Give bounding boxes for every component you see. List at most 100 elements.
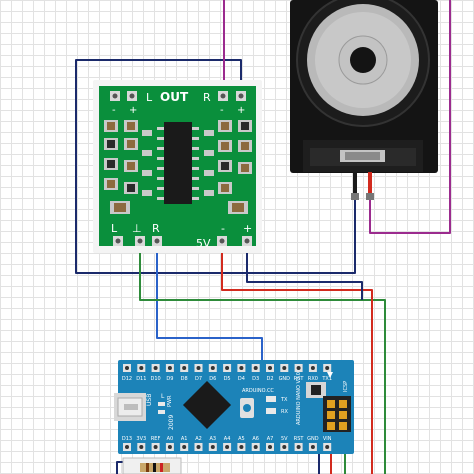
amplifier-board[interactable]: L OUT R - + - + [93, 80, 262, 253]
arduino-bottom-pin-hole [225, 445, 230, 449]
arduino-bottom-pin-hole [182, 445, 187, 449]
arduino-bottom-pin-label: 3V3 [136, 436, 146, 442]
tx-label: TX [280, 397, 288, 403]
arduino-bottom-pin-label: A3 [209, 436, 216, 442]
arduino-top-pin-hole [296, 366, 301, 370]
arduino-top-pin-label: D3 [252, 376, 259, 382]
arduino-bottom-pin-label: GND [307, 436, 319, 442]
arduino-bottom-pin-hole [310, 445, 315, 449]
resistor-component[interactable] [122, 457, 182, 474]
arduino-bottom-pin-label: 5V [281, 436, 288, 442]
arduino-bottom-pin-label: A4 [224, 436, 231, 442]
arduino-bottom-pin-hole [253, 445, 258, 449]
arduino-top-pin-hole [182, 366, 187, 370]
amp-bottom-pads [113, 236, 252, 246]
wire-green-gnd[interactable] [139, 240, 386, 474]
arduino-bottom-pin-hole [167, 445, 172, 449]
arduino-top-pin-hole [239, 366, 244, 370]
speaker[interactable] [290, 0, 438, 200]
arduino-top-pin-hole [167, 366, 172, 370]
arduino-top-pin-label: D8 [181, 376, 188, 382]
arduino-bottom-pin-hole [196, 445, 201, 449]
arduino-top-pin-label: D11 [136, 376, 146, 382]
wire-purple-right[interactable] [369, 0, 451, 234]
amp-label-top-minus: - [112, 105, 116, 116]
icsp-header[interactable] [323, 396, 351, 432]
amp-label-bottom-minus: - [221, 222, 225, 235]
arduino-top-pin-label: D10 [150, 376, 160, 382]
speaker-terminal-positive[interactable] [368, 172, 372, 194]
amp-chip-pins [157, 127, 199, 200]
rx-label: RX [281, 409, 288, 415]
arduino-bottom-pin-label: A0 [167, 436, 174, 442]
led-label-pwr: PWR [167, 395, 173, 407]
arduino-top-pin-label: D12 [122, 376, 132, 382]
arduino-bottom-pin-label: REF [151, 436, 161, 442]
arduino-top-pin-hole [268, 366, 272, 370]
amp-label-top-plus-2: + [237, 105, 245, 116]
arduino-bottom-pin-hole [139, 445, 144, 449]
arduino-top-pin-label: D5 [224, 376, 231, 382]
arduino-top-pin-label: TX1 [321, 376, 332, 382]
arduino-bottom-pin-hole [210, 445, 215, 449]
arduino-top-pin-label: D7 [195, 376, 202, 382]
arduino-top-pin-label: D2 [266, 376, 273, 382]
arduino-bottom-pin-hole [268, 445, 272, 449]
reset-button[interactable] [306, 382, 326, 398]
amp-components-right [204, 120, 252, 214]
amp-label-bottom-r: R [152, 222, 160, 235]
arduino-year: 2009 [168, 415, 175, 430]
usb-connector[interactable] [114, 393, 146, 421]
arduino-bottom-pin-label: A7 [267, 436, 274, 442]
arduino-bottom-pin-hole [239, 445, 244, 449]
wire-red-5v[interactable] [221, 240, 373, 474]
amp-label-bottom-l: L [111, 222, 118, 235]
arduino-brand: ARDUINO.CC [242, 388, 274, 394]
amp-label-bottom-gnd: ⊥ [132, 222, 142, 235]
amp-label-top-r: R [203, 91, 211, 104]
arduino-bottom-pin-label: RST [294, 436, 305, 442]
icsp-label: ICSP [343, 381, 349, 392]
speaker-dust-cap [350, 47, 376, 73]
amp-chip [164, 122, 192, 204]
crystal [240, 398, 254, 418]
amp-label-out: OUT [160, 90, 189, 104]
amp-top-pads [110, 91, 246, 101]
arduino-bottom-pin-label: VIN [323, 436, 332, 442]
amp-label-bottom-5v: 5V [196, 237, 211, 250]
amp-label-top-plus: + [129, 105, 137, 116]
arduino-bottom-pin-hole [325, 445, 330, 449]
arduino-bottom-pin-hole [296, 445, 301, 449]
arduino-bottom-pin-hole [282, 445, 287, 449]
speaker-terminal-negative[interactable] [353, 172, 357, 194]
wires [75, 0, 451, 474]
arduino-model: ARDUINO NANO V3.0 [296, 372, 302, 425]
arduino-top-pin-hole [196, 366, 201, 370]
arduino-bottom-pin-label: A5 [238, 436, 245, 442]
arduino-top-pin-label: D4 [238, 376, 245, 382]
arduino-top-pin-hole [325, 366, 330, 370]
arrow-icon [327, 372, 333, 378]
amp-label-bottom-plus: + [243, 222, 252, 235]
arduino-top-pin-hole [139, 366, 144, 370]
arduino-bottom-pin-label: A2 [195, 436, 202, 442]
arduino-bottom-pin-label: A6 [252, 436, 259, 442]
arduino-bottom-pin-label: A1 [181, 436, 188, 442]
wire-navy-bottom-left[interactable] [116, 461, 123, 474]
usb-label: USB [146, 394, 153, 406]
wire-navy-loop[interactable] [75, 59, 356, 274]
arduino-top-pin-label: GND [279, 376, 291, 382]
atmega-chip [182, 380, 232, 430]
amp-label-top-minus-2: - [220, 105, 224, 116]
arduino-top-pin-label: D6 [209, 376, 216, 382]
arduino-top-pin-label: D9 [166, 376, 173, 382]
wire-blue-signal[interactable] [156, 240, 263, 368]
wire-navy-gnd[interactable] [246, 240, 363, 300]
arduino-top-pin-label: RX0 [308, 376, 318, 382]
arduino-top-pin-hole [310, 366, 315, 370]
arduino-bottom-pin-label: D13 [122, 436, 132, 442]
